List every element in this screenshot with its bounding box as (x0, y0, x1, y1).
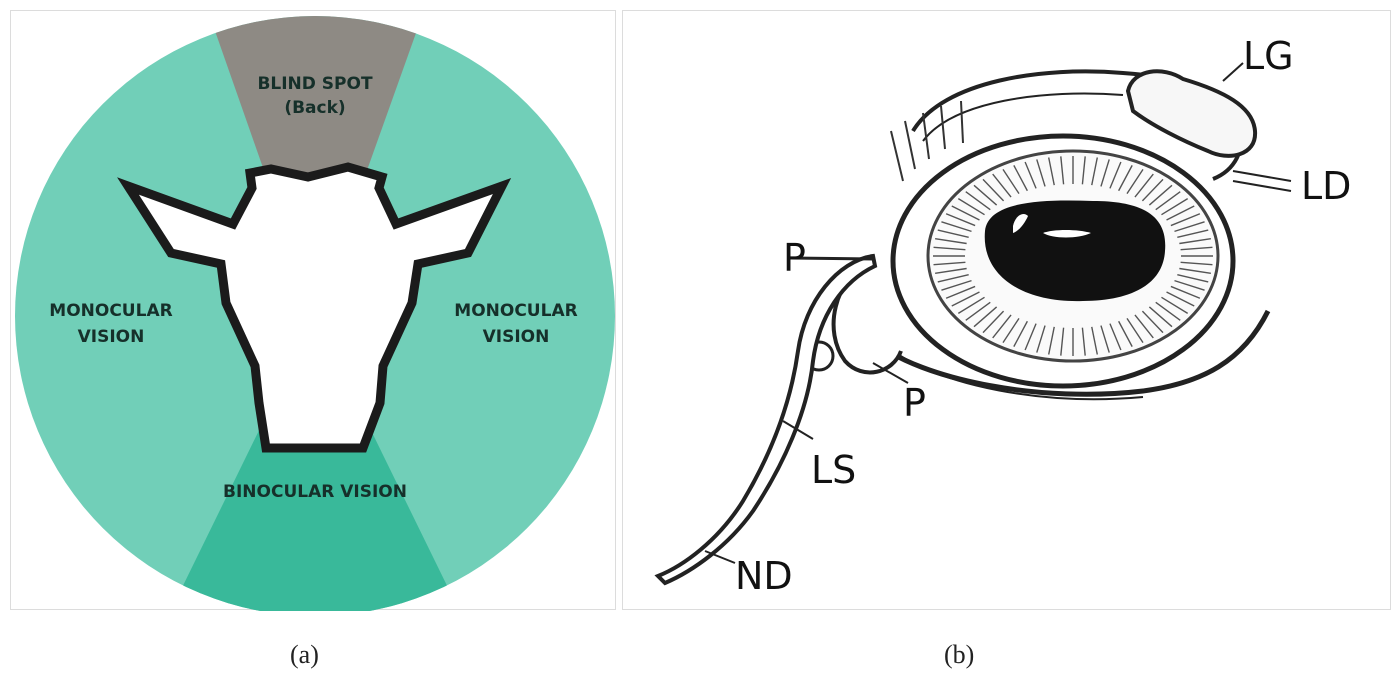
eye-anatomy-panel: LG LD P P LS ND (622, 10, 1391, 610)
binocular-zone (151, 316, 479, 616)
blind-spot-label: BLIND SPOT (257, 74, 373, 94)
cow-head-icon (117, 162, 512, 453)
lacrimal-gland (1125, 69, 1258, 158)
lacrimal-duct (654, 253, 878, 586)
eye-anatomy-drawing: LG LD P P LS ND (654, 34, 1351, 598)
label-nd: ND (735, 554, 793, 598)
label-ld: LD (1301, 164, 1351, 208)
monocular-right-sublabel: VISION (483, 327, 550, 347)
label-p-upper: P (783, 236, 806, 280)
vision-field-diagram: BLIND SPOT (Back) MONOCULAR VISION MONOC… (15, 16, 615, 616)
vision-field-panel: BLIND SPOT (Back) MONOCULAR VISION MONOC… (10, 10, 616, 616)
label-lg: LG (1243, 34, 1294, 78)
caption-a: (a) (290, 640, 319, 669)
caption-b: (b) (944, 640, 975, 669)
label-p-lower: P (903, 381, 926, 425)
monocular-right-label: MONOCULAR (454, 301, 577, 321)
label-ls: LS (811, 448, 856, 492)
monocular-left-sublabel: VISION (78, 327, 145, 347)
pupil (984, 200, 1166, 302)
blind-spot-zone (201, 16, 431, 316)
monocular-left-label: MONOCULAR (49, 301, 172, 321)
binocular-label: BINOCULAR VISION (223, 482, 407, 502)
blind-spot-sublabel: (Back) (284, 98, 345, 118)
